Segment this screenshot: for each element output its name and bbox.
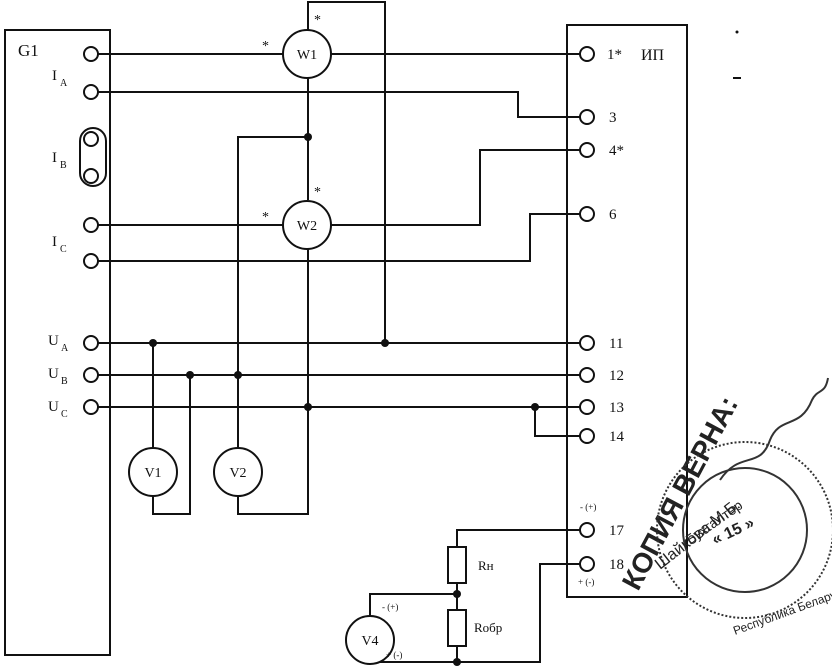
svg-text:U: U (48, 366, 59, 382)
svg-text:I: I (52, 68, 57, 84)
svg-text:V2: V2 (229, 466, 246, 481)
svg-text:B: B (61, 376, 68, 387)
svg-text:V1: V1 (144, 466, 161, 481)
signature-scribble (719, 377, 829, 481)
svg-text:3: 3 (609, 110, 617, 126)
svg-text:14: 14 (609, 429, 625, 445)
polarity-bottom: + (-) (578, 577, 594, 587)
svg-text:W1: W1 (297, 48, 317, 63)
svg-text:U: U (48, 333, 59, 349)
svg-text:B: B (60, 160, 67, 171)
svg-text:*: * (262, 210, 269, 225)
svg-text:V4: V4 (361, 634, 378, 649)
svg-text:C: C (60, 244, 67, 255)
wattmeter-w2: W2 * * (262, 185, 332, 250)
stamp-headline: КОПИЯ ВЕРНА: (616, 391, 744, 595)
svg-text:13: 13 (609, 400, 624, 416)
junctions (149, 133, 539, 666)
svg-text:C: C (61, 409, 68, 420)
device-name: ИП (641, 47, 665, 64)
svg-text:I: I (52, 234, 57, 250)
svg-text:A: A (60, 78, 68, 89)
svg-text:Rн: Rн (478, 558, 494, 573)
svg-text:Rобр: Rобр (474, 620, 502, 635)
svg-text:I: I (52, 150, 57, 166)
svg-text:- (+): - (+) (382, 602, 398, 612)
svg-text:W2: W2 (297, 219, 317, 234)
resistor-robr: Rобр (447, 609, 502, 647)
svg-text:12: 12 (609, 368, 624, 384)
label-ia: I A (52, 68, 68, 89)
label-ic: I C (52, 234, 67, 255)
certification-stamp: КОПИЯ ВЕРНА: Бухгалтер Шайкова М.Б. « 15… (616, 377, 832, 638)
svg-text:6: 6 (609, 207, 617, 223)
device-terminal-labels: 1* 3 4* 6 11 12 13 14 17 18 (607, 47, 625, 573)
voltmeter-v1: V1 (128, 447, 178, 497)
wattmeter-w1: W1 * * (262, 13, 332, 79)
resistor-rn: Rн (447, 546, 494, 584)
svg-text:*: * (314, 13, 321, 28)
svg-text:11: 11 (609, 336, 623, 352)
label-uc: U C (48, 399, 68, 420)
label-ub: U B (48, 366, 68, 387)
label-ib: I B (52, 150, 67, 171)
svg-text:18: 18 (609, 557, 624, 573)
svg-text:17: 17 (609, 523, 625, 539)
ib-short-link (79, 127, 107, 187)
source-terminals (83, 46, 99, 415)
svg-text:*: * (314, 185, 321, 200)
svg-text:U: U (48, 399, 59, 415)
device-block (566, 24, 688, 598)
source-name: G1 (18, 41, 39, 60)
svg-text:1*: 1* (607, 47, 622, 63)
mark-dot (735, 30, 739, 34)
voltmeter-v2: V2 (213, 447, 263, 497)
voltmeter-v4: V4 - (+) + (-) (345, 602, 402, 665)
device-terminals (579, 46, 595, 572)
polarity-top: - (+) (580, 502, 596, 512)
svg-text:A: A (61, 343, 69, 354)
wires (98, 1, 580, 664)
svg-text:+ (-): + (-) (386, 650, 402, 660)
label-ua: U A (48, 333, 69, 354)
svg-text:*: * (262, 39, 269, 54)
svg-text:4*: 4* (609, 143, 624, 159)
